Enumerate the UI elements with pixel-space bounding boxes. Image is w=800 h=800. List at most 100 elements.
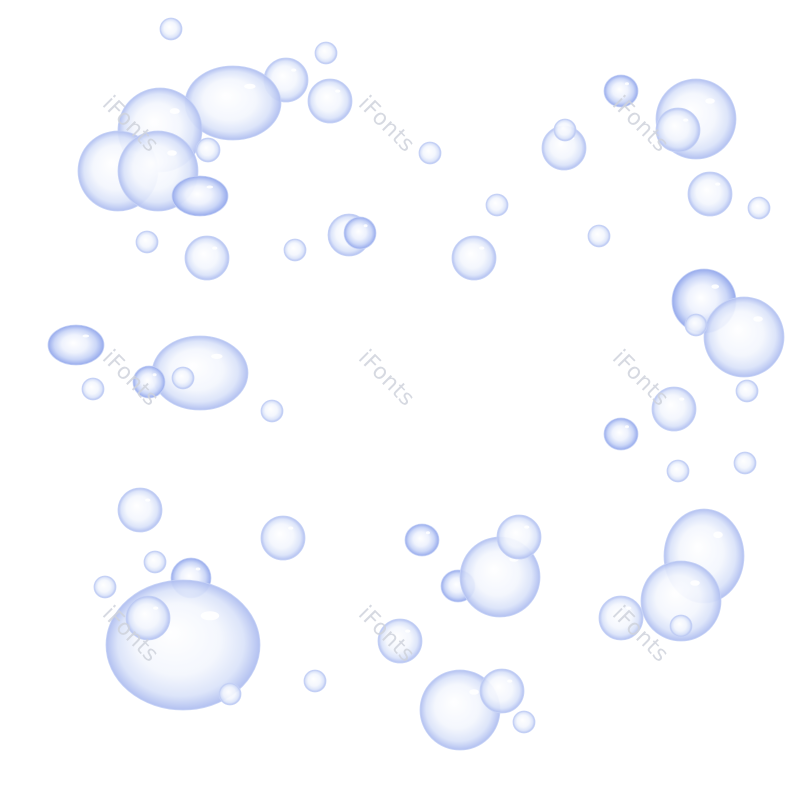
bubble	[184, 235, 230, 281]
bubble	[314, 41, 338, 65]
bubble	[171, 366, 195, 390]
bubble	[666, 459, 690, 483]
bubble	[418, 141, 442, 165]
bubble	[553, 118, 577, 142]
bubble-highlight	[524, 525, 530, 529]
bubble-body	[307, 78, 353, 124]
bubble-body	[733, 451, 757, 475]
bubble-group	[47, 17, 785, 751]
bubble-highlight	[335, 89, 341, 93]
bubble-body	[303, 669, 327, 693]
bubble-body	[81, 377, 105, 401]
bubble-body	[93, 575, 117, 599]
bubble	[283, 238, 307, 262]
bubble-highlight	[753, 316, 763, 322]
bubble	[603, 417, 639, 451]
bubble-highlight	[200, 611, 220, 621]
bubble	[703, 296, 785, 378]
bubble-body	[195, 137, 221, 163]
bubble	[151, 335, 249, 411]
bubble-body	[684, 313, 708, 337]
bubble	[307, 78, 353, 124]
bubble-body	[132, 365, 166, 399]
bubble-highlight	[690, 580, 700, 586]
bubble-body	[404, 523, 440, 557]
bubble-highlight	[679, 397, 685, 401]
bubble-highlight	[288, 526, 294, 530]
bubble-highlight	[507, 679, 513, 683]
bubble-highlight	[624, 82, 629, 86]
bubble-body	[747, 196, 771, 220]
bubble	[735, 379, 759, 403]
bubble	[404, 523, 440, 557]
bubble-body	[587, 224, 611, 248]
bubble	[669, 614, 693, 638]
bubble-body	[117, 487, 163, 533]
bubble	[377, 618, 423, 664]
bubble	[195, 137, 221, 163]
bubble-highlight	[152, 373, 157, 377]
bubble	[587, 224, 611, 248]
bubble	[117, 487, 163, 533]
bubble-highlight	[145, 498, 151, 502]
bubble	[93, 575, 117, 599]
bubble-body	[418, 141, 442, 165]
bubble-body	[666, 459, 690, 483]
bubble	[655, 107, 701, 153]
bubble	[159, 17, 183, 41]
bubble	[640, 560, 722, 642]
bubble	[747, 196, 771, 220]
bubble-highlight	[363, 224, 368, 228]
bubble-body	[283, 238, 307, 262]
bubble-body	[603, 417, 639, 451]
bubble-highlight	[405, 629, 411, 633]
bubble-body	[598, 595, 644, 641]
bubble	[651, 386, 697, 432]
bubble-highlight	[291, 68, 297, 72]
bubble	[496, 514, 542, 560]
bubble	[603, 74, 639, 108]
bubble	[512, 710, 536, 734]
bubble	[260, 399, 284, 423]
bubble-highlight	[212, 246, 218, 250]
bubble	[143, 550, 167, 574]
bubble-highlight	[167, 150, 177, 156]
bubble-body	[703, 296, 785, 378]
bubble-body	[655, 107, 701, 153]
bubble-body	[343, 216, 377, 250]
bubble-highlight	[713, 531, 723, 539]
bubble-body	[651, 386, 697, 432]
bubble-body	[687, 171, 733, 217]
bubble-highlight	[244, 83, 256, 89]
bubble-body	[125, 595, 171, 641]
bubble-body	[640, 560, 722, 642]
bubble	[81, 377, 105, 401]
bubble	[687, 171, 733, 217]
bubble-body	[218, 682, 242, 706]
bubble	[171, 175, 229, 217]
bubble-body	[377, 618, 423, 664]
bubble	[598, 595, 644, 641]
bubble-body	[171, 366, 195, 390]
bubble-highlight	[425, 531, 430, 535]
bubble-body	[496, 514, 542, 560]
bubble	[303, 669, 327, 693]
bubble-body	[171, 175, 229, 217]
bubble-body	[603, 74, 639, 108]
bubble	[132, 365, 166, 399]
bubble-body	[314, 41, 338, 65]
bubble	[684, 313, 708, 337]
bubble	[485, 193, 509, 217]
bubble-highlight	[683, 118, 689, 122]
bubble	[479, 668, 525, 714]
bubble-highlight	[211, 353, 223, 359]
bubble-body	[451, 235, 497, 281]
bubble-body	[135, 230, 159, 254]
bubble	[125, 595, 171, 641]
bubble-body	[143, 550, 167, 574]
bubble	[451, 235, 497, 281]
bubble-body	[151, 335, 249, 411]
bubble-highlight	[195, 567, 201, 571]
bubble-highlight	[479, 246, 485, 250]
